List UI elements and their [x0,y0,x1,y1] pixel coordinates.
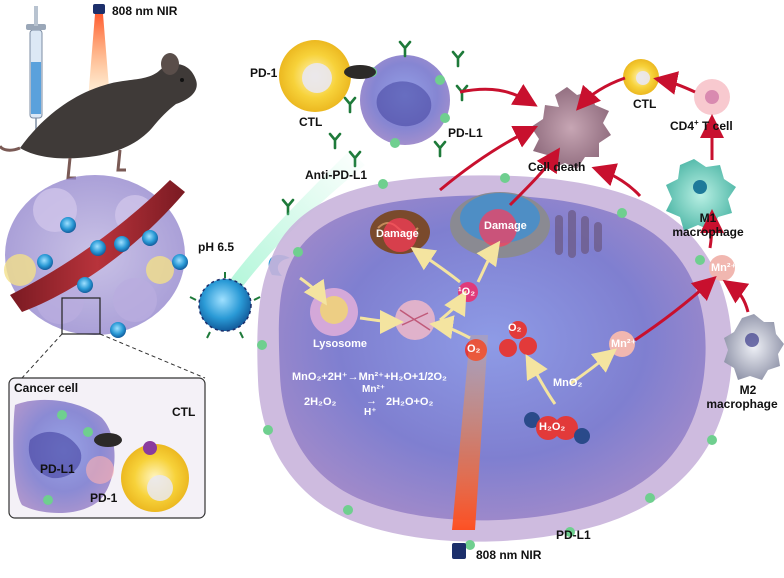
arrow-mno2-to-mn [569,348,618,386]
label-eq2-mn: Mn²⁺ [362,384,386,395]
label-inset-cancer: Cancer cell [14,381,79,395]
arrow-nucleus-to-death [508,147,560,207]
arrow-vesicle-to-lysosome [299,276,327,306]
red-arrows [439,71,750,342]
label-cell-death: Cell death [528,160,586,174]
label-anti-pdl1: Anti-PD-L1 [305,168,367,182]
arrow-singlet-to-mito [410,247,461,284]
inset-binding-glow [86,456,114,484]
label-mno2: MnO₂ [553,377,583,389]
label-eq2-arrow: → [366,395,377,407]
label-pd1-top: PD-1 [250,66,278,80]
label-inset-pd1: PD-1 [90,491,118,505]
yellow-arrows [299,240,618,405]
label-cd4: CD4 [670,119,695,133]
arrow-mn-to-m1 [699,209,724,249]
label-eq2-left: 2H₂O₂ [304,396,337,408]
laser-top [88,4,110,100]
tumor-cell-top [360,55,450,148]
label-nir-top: 808 nm NIR [112,4,178,18]
arrow-mn-cell-to-outside [634,275,717,342]
label-m1-line1: M1 [699,211,717,225]
arrow-pdl1-to-death [459,83,538,107]
label-pdl1-bottom: PD-L1 [556,528,591,542]
h2o2-molecule [524,412,590,444]
arrow-m2-to-m1 [722,279,750,313]
antibody-complex-top [344,65,376,79]
label-h2o2: H₂O₂ [539,421,566,433]
ctl-right [623,59,659,95]
label-o2-b: O₂ [467,343,481,355]
laser-bottom [452,335,488,559]
endoplasmic-reticulum [555,210,602,258]
mouse [0,53,197,180]
arrow-cd4-to-ctl [653,71,696,95]
dissolving-nanoparticle [395,300,435,340]
nanoparticle [189,272,261,339]
vessel-nanoparticles [37,217,188,338]
damage-burst-right [479,209,517,247]
antibody-beam [230,150,365,290]
label-equation-1: MnO₂+2H⁺→Mn²⁺+H₂O+1/2O₂ [292,371,447,383]
label-lysosome: Lysosome [313,338,368,350]
label-o2-a: O₂ [508,322,522,334]
arrow-h2o2-to-o2 [525,354,557,405]
arrow-o2-to-particle [429,315,471,340]
label-mn-cell: Mn²⁺ [611,338,637,350]
label-nir-bottom: 808 nm NIR [476,548,542,562]
label-eq2-h: H⁺ [364,407,377,418]
label-mn-outside: Mn²⁺ [711,262,737,274]
label-inset-ctl: CTL [172,405,196,419]
lysosome [310,288,358,336]
ctl-top [279,40,351,112]
label-damage-right: Damage [484,220,527,232]
arrow-damage-to-death [439,125,539,192]
arrow-singlet-to-nucleus [476,240,501,283]
cell-surface-receptors [257,173,737,550]
label-ctl-top: CTL [299,115,323,129]
label-pdl1-top: PD-L1 [448,126,483,140]
label-m2-line2: macrophage [706,397,778,411]
mn-ion-outside [709,255,735,281]
label-damage-left: Damage [376,228,419,240]
arrow-m1-to-death [591,163,642,198]
damage-burst-left [383,218,417,252]
zoom-box [61,297,101,335]
label-cd4-t-cell: CD4+ T cell [670,118,733,133]
label-cd4-suffix: T cell [698,119,733,133]
label-m1-line2: macrophage [672,225,744,239]
arrow-lysosome-to-particle [359,309,404,334]
zoom-line-right [99,333,206,379]
dead-cell [531,87,611,169]
label-cd4-sup: + [694,118,699,127]
label-eq2-right: 2H₂O+O₂ [386,396,434,408]
main-cancer-cell [257,175,732,542]
cd4-t-cell [694,79,730,115]
syringe [26,6,46,150]
label-singlet-o2: ¹O₂ [458,286,476,298]
inset-panel [8,377,206,519]
label-inset-pdl1: PD-L1 [40,462,75,476]
label-ph: pH 6.5 [198,240,235,254]
label-ctl-right: CTL [633,97,657,111]
label-m2-line1: M2 [739,383,757,397]
m2-macrophage [724,314,784,380]
inset-antibody [94,433,122,447]
zoom-line-left [21,333,63,379]
arrow-ctl-to-death [576,76,626,111]
